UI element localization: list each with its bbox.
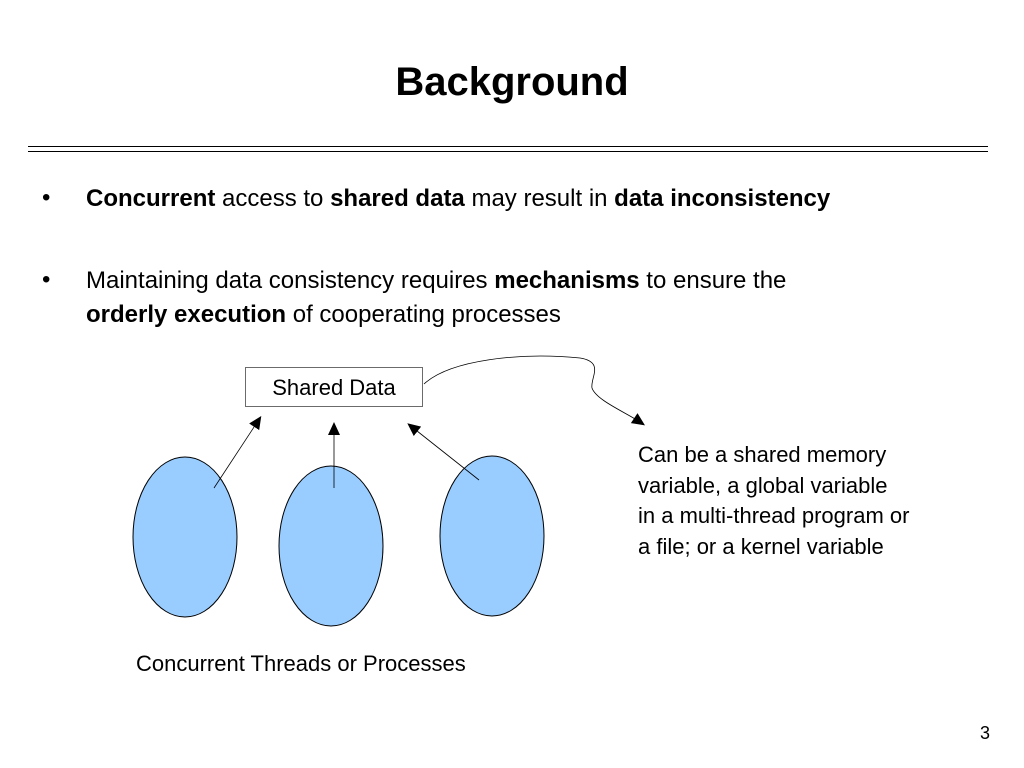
bullet-1-part-2: access to [215,185,331,212]
bullet-marker-2: • [42,266,51,293]
callout-line-1: Can be a shared memory [638,442,887,467]
diagram-caption: Concurrent Threads or Processes [136,651,466,676]
process-ellipse-2 [278,465,384,627]
callout-text: Can be a shared memory variable, a globa… [638,440,978,562]
bullet-2-part-2: mechanisms [494,267,640,294]
callout-line-4: a file; or a kernel variable [638,533,884,559]
bullet-2-part-4: orderly execution [86,301,287,328]
callout-line-3: in a multi-thread program or [638,503,910,528]
bullet-text-2: Maintaining data consistency requires me… [86,264,946,332]
process-ellipse-1 [132,456,238,618]
bullet-2-part-1: Maintaining data consistency requires [86,267,495,294]
bullet-1-part-1: Concurrent [86,185,216,212]
process-ellipse-3 [439,455,545,617]
shared-data-box: Shared Data [245,367,423,407]
slide-title: Background [395,60,629,104]
arrow-process-3 [407,423,480,481]
bullet-1-part-3: shared data [330,185,465,212]
page-number: 3 [979,723,990,743]
bullet-1-part-4: may result in [464,185,615,212]
bullet-2-part-5: of cooperating processes [286,301,561,328]
callout-connector [423,355,645,426]
callout-line-2: variable, a global variable [638,472,888,498]
bullet-2-part-3: to ensure the [639,267,787,294]
arrow-process-1 [213,415,262,489]
bullet-marker-1: • [42,184,51,211]
title-rule-bottom [28,151,988,152]
bullet-1-part-5: data inconsistency [614,185,831,212]
bullet-text-1: Concurrent access to shared data may res… [86,182,986,216]
title-rule-top [28,146,988,147]
